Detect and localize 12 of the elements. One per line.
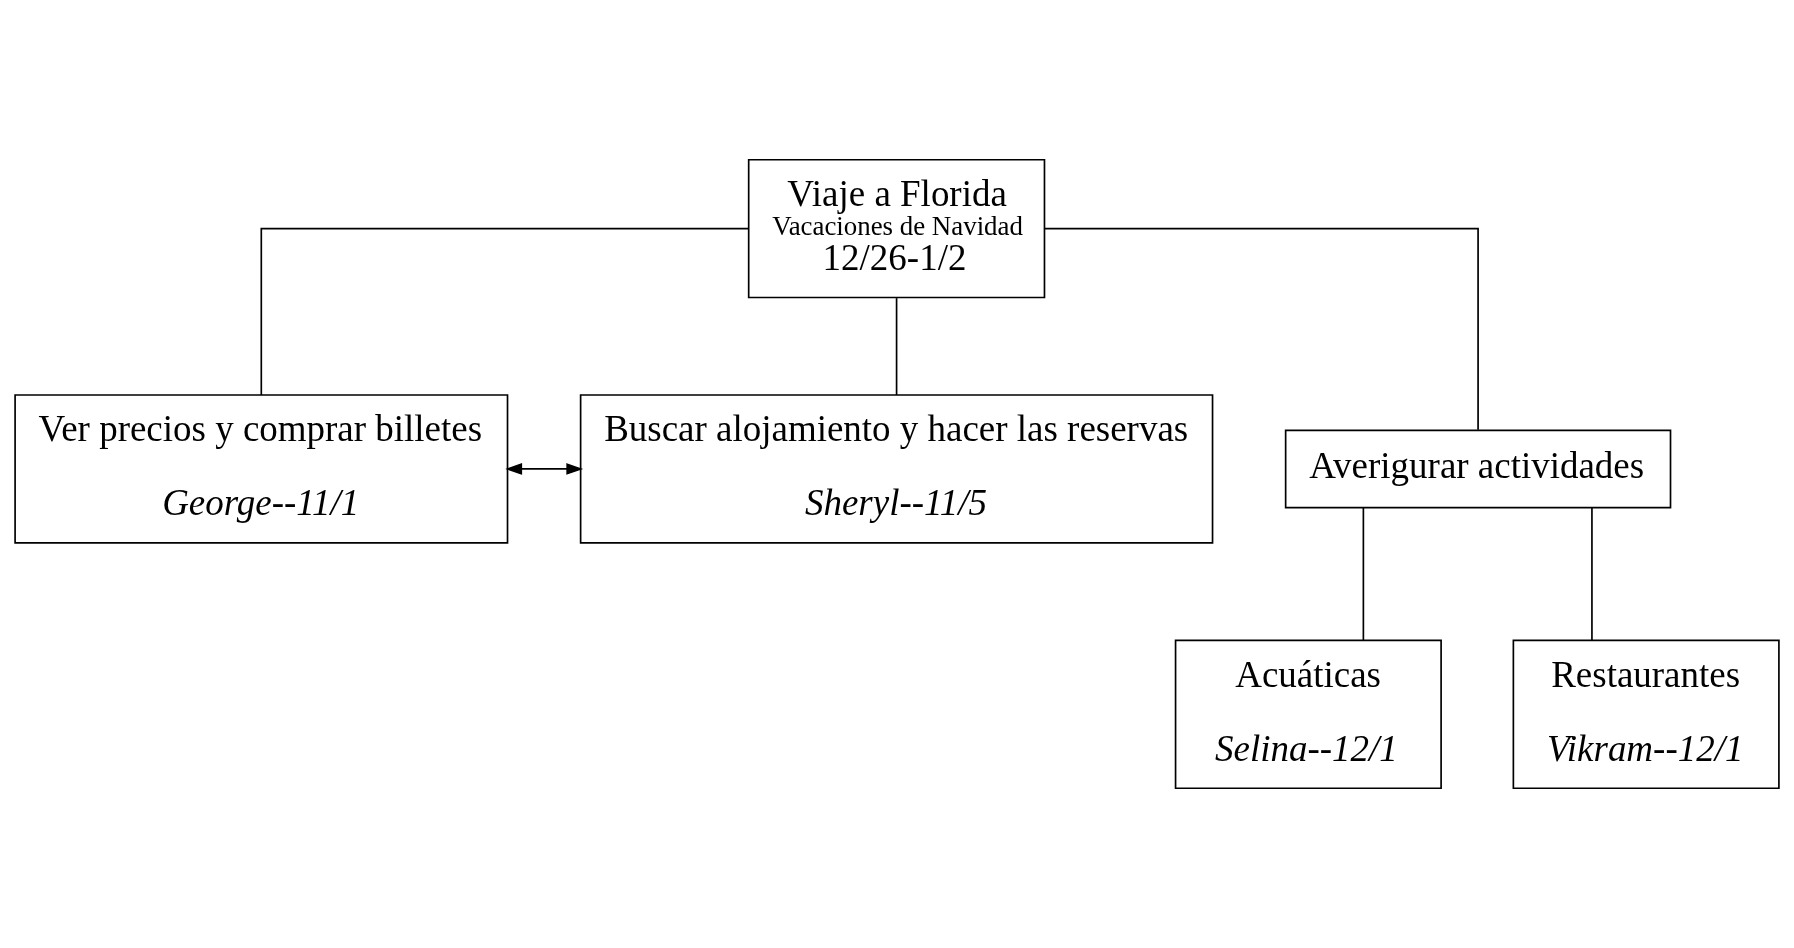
connector [1044, 227, 1479, 431]
node-box: Viaje a Florida Vacaciones de Navidad 12/26-1/2 [747, 158, 1046, 299]
connector [1362, 507, 1365, 641]
node-box: Buscar alojamiento y hacer las reservas Sheryl--11/5 [579, 394, 1214, 544]
node-box: Restaurantes Vikram--12/1 [1512, 639, 1780, 790]
connector [260, 227, 750, 396]
connector [1591, 507, 1593, 641]
node-box: Acuáticas Selina--12/1 [1174, 639, 1442, 790]
node-box: Ver precios y comprar billetes George--11/1 [14, 394, 509, 544]
connector [895, 297, 898, 396]
arrow [505, 463, 584, 475]
node-box: Averigurar actividades [1284, 429, 1672, 509]
